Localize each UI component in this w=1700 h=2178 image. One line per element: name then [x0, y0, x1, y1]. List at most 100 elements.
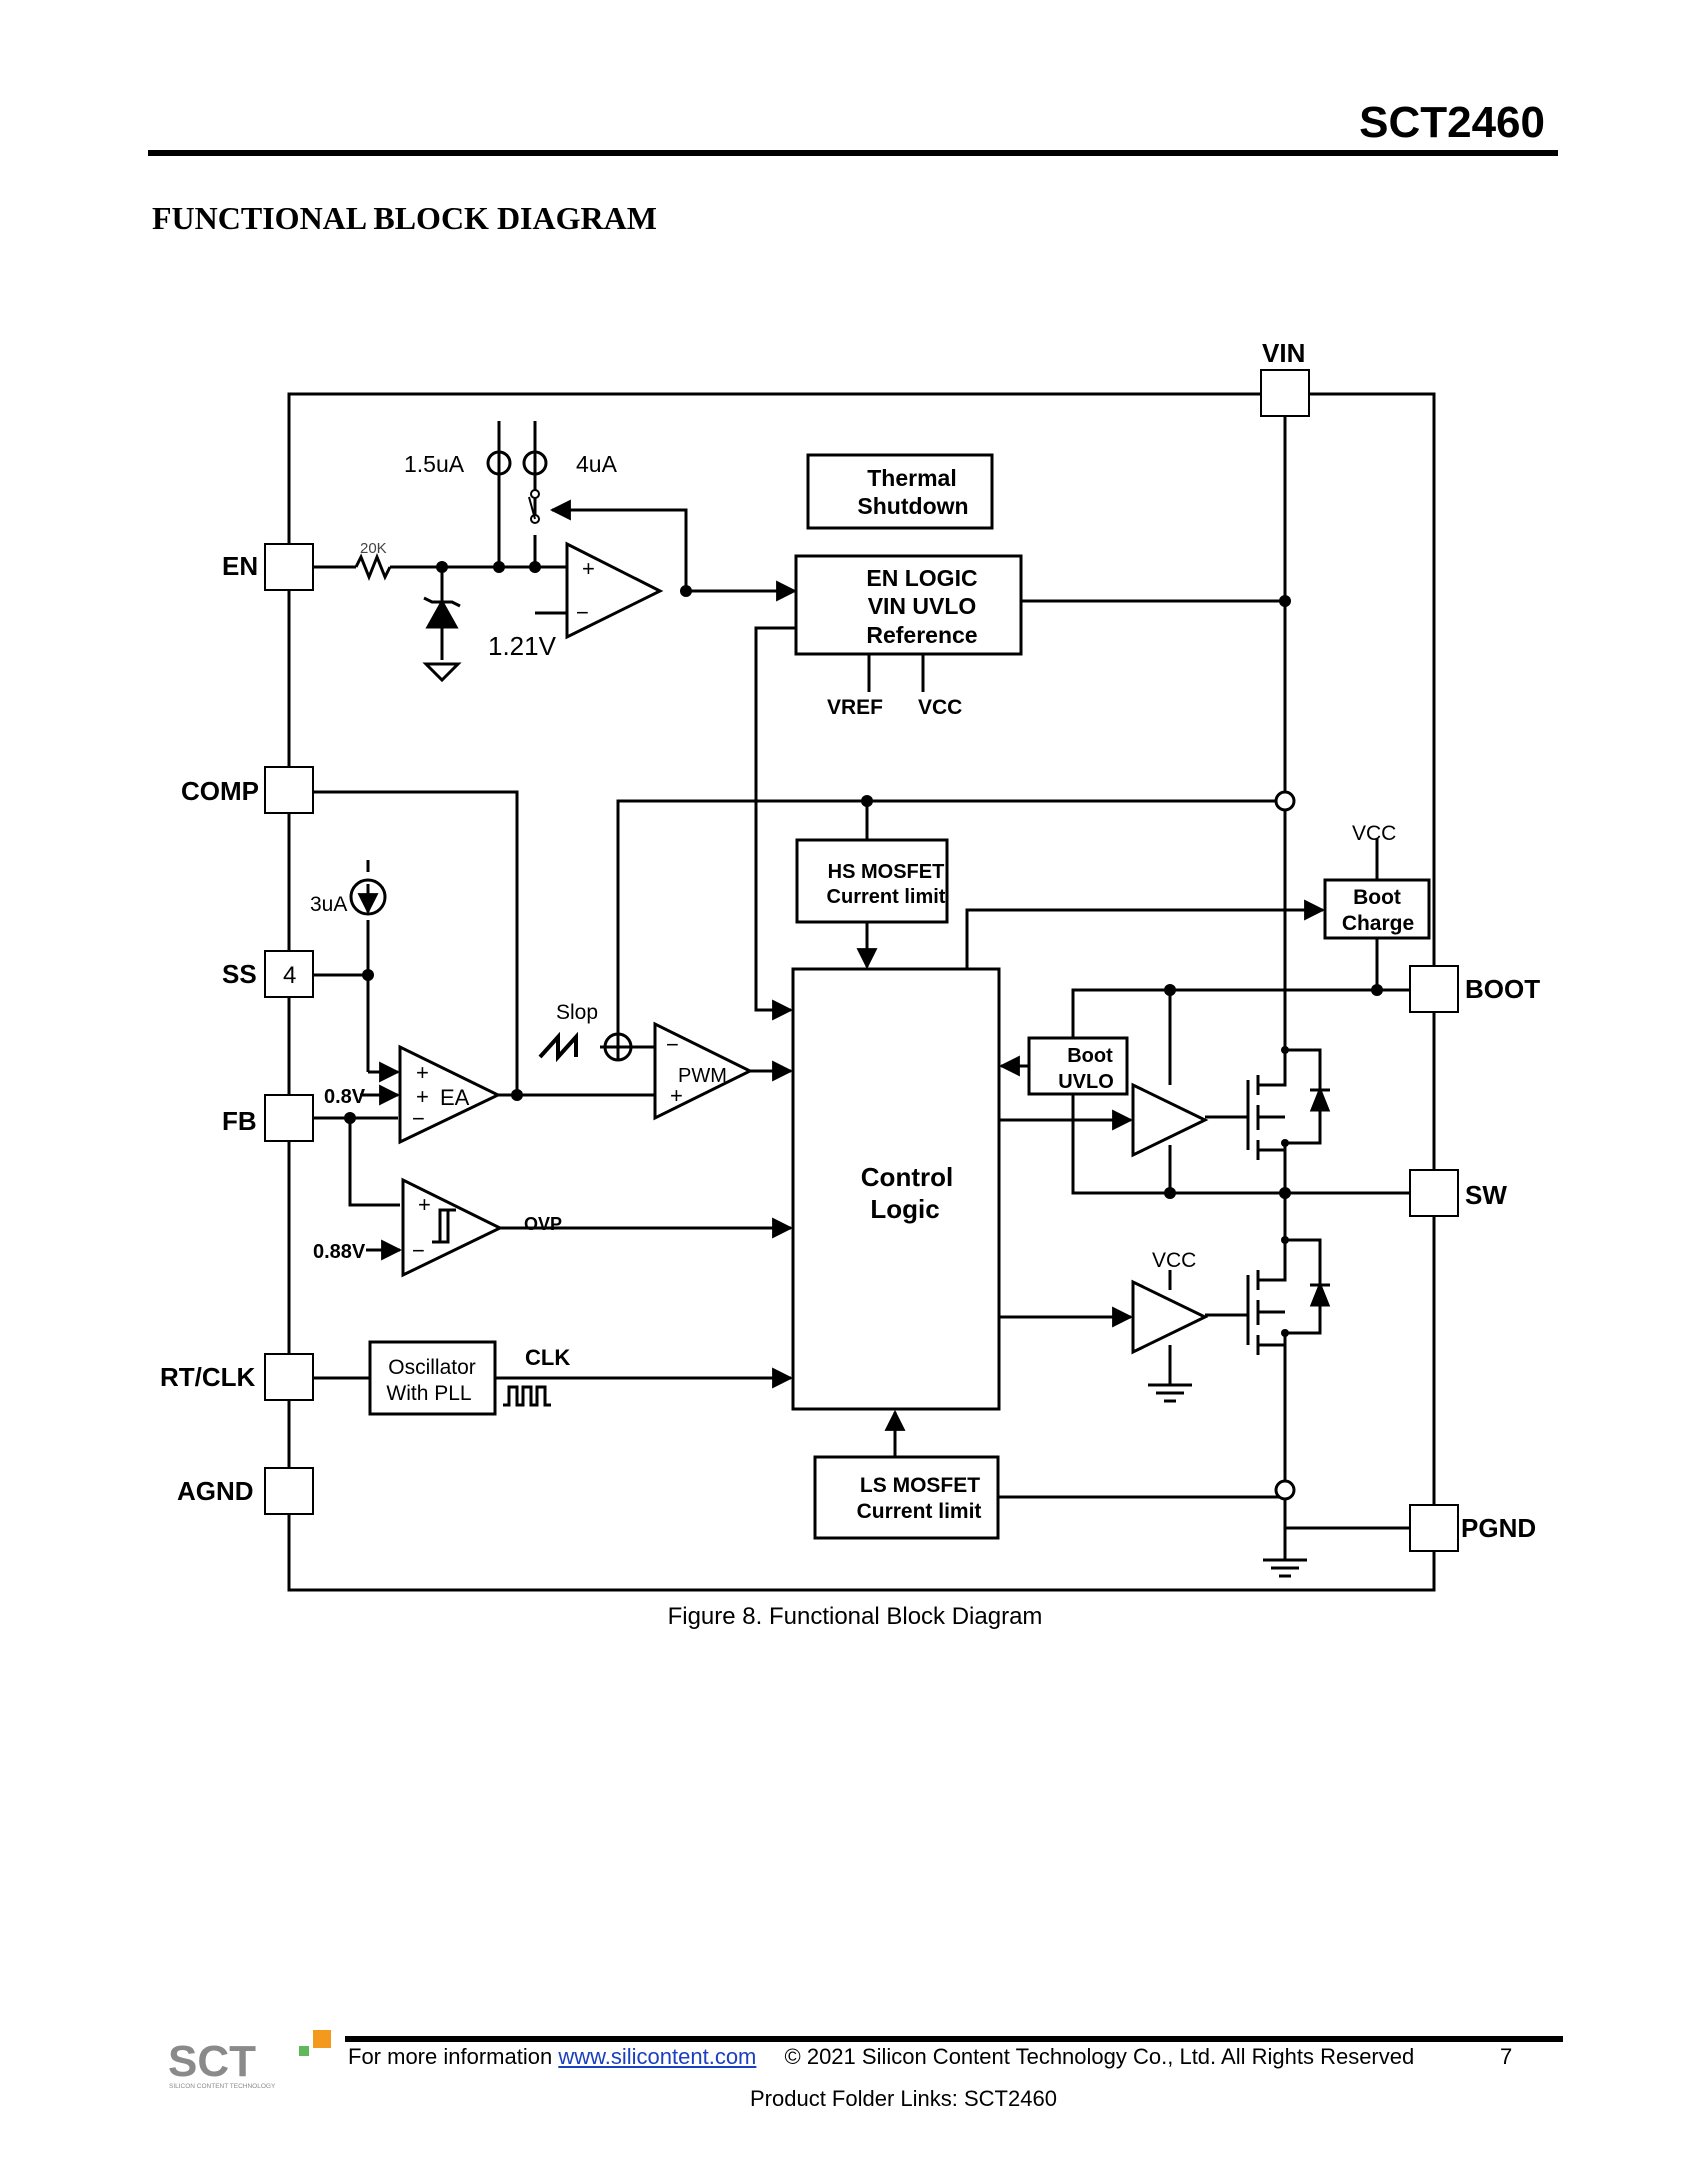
junction-boot-driver: [1164, 984, 1176, 996]
label-ovp: OVP: [524, 1214, 562, 1234]
zener-diode: [425, 598, 459, 629]
enlogic-control-wire: [754, 626, 796, 1021]
label-ea: EA: [440, 1085, 470, 1110]
switch-contact-a: [530, 489, 540, 499]
junction-sw-driver: [1164, 1187, 1176, 1199]
label-vcc-driver: VCC: [1152, 1249, 1196, 1272]
ea-plus-1: +: [416, 1060, 429, 1085]
junction-comp-ea: [511, 1089, 523, 1101]
ea-plus-2: +: [416, 1084, 429, 1109]
pwm-plus: +: [670, 1083, 683, 1108]
vin-sense-wire: [616, 799, 1277, 1035]
ovp-comparator: [401, 1177, 504, 1278]
hs-mosfet-line2: Current limit: [827, 886, 946, 908]
pin-box-comp: [264, 766, 314, 814]
junction-en-comp: [680, 585, 692, 597]
control-logic-block: [791, 967, 1001, 1411]
thermal-shutdown-line1: Thermal: [867, 465, 956, 491]
fb-to-ovp: [348, 1118, 400, 1207]
label-3ua: 3uA: [310, 893, 347, 916]
ea-minus: −: [412, 1106, 425, 1131]
footer-rule: [345, 2036, 1563, 2042]
thermal-shutdown-block: [806, 453, 994, 530]
pin-label-sw: SW: [1465, 1180, 1507, 1210]
pin-label-pgnd: PGND: [1461, 1513, 1536, 1543]
footer-more-info: For more information: [348, 2044, 553, 2069]
logo-accent-square: [313, 2030, 331, 2048]
zener-ground: [422, 662, 462, 683]
pwm-comparator: [653, 1021, 754, 1121]
footer-info: For more information www.silicontent.com…: [348, 2044, 1414, 2070]
boot-uvlo-block: [1027, 1036, 1129, 1096]
boot-charge-line2: Charge: [1342, 912, 1414, 935]
footer-website-link[interactable]: www.silicontent.com: [558, 2044, 757, 2069]
pin-box-vin: [1260, 369, 1310, 417]
boot-uvlo-line2: UVLO: [1058, 1071, 1114, 1093]
junction-4ua: [529, 561, 541, 573]
label-4ua: 4uA: [576, 451, 618, 477]
junction-1-5ua: [493, 561, 505, 573]
label-0-88v: 0.88V: [313, 1241, 366, 1263]
logo-tagline: SILICON CONTENT TECHNOLOGY: [169, 2083, 276, 2090]
junction-ss: [362, 969, 374, 981]
ovp-plus: +: [418, 1192, 431, 1217]
sw-node-wire: [1071, 1094, 1410, 1195]
label-vref: VREF: [827, 696, 883, 719]
oscillator-line2: With PLL: [386, 1382, 471, 1405]
pin-box-fb: [264, 1094, 314, 1142]
ls-driver: [1131, 1279, 1209, 1355]
en-hyst-feedback: [549, 499, 688, 591]
label-1-5ua: 1.5uA: [404, 451, 465, 477]
label-1-21v: 1.21V: [488, 631, 557, 661]
pin-box-boot: [1409, 965, 1459, 1013]
en-comp-minus: −: [576, 600, 589, 625]
ss-pin-number: 4: [283, 962, 296, 989]
page-number: 7: [1500, 2044, 1513, 2069]
junction-vin-enlogic: [1279, 595, 1291, 607]
part-number: SCT2460: [1359, 98, 1545, 147]
pwm-minus: −: [666, 1032, 679, 1057]
label-pwm: PWM: [678, 1065, 727, 1087]
ls-mosfet-line1: LS MOSFET: [860, 1474, 980, 1497]
junction-fb: [344, 1112, 356, 1124]
pin-label-boot: BOOT: [1465, 974, 1540, 1004]
en-comp-plus: +: [582, 556, 595, 581]
hysteresis-symbol: [432, 1208, 456, 1244]
oscillator-line1: Oscillator: [388, 1356, 476, 1379]
boot-uvlo-line1: Boot: [1067, 1045, 1113, 1067]
pin-label-ss: SS: [222, 959, 257, 989]
ovp-minus: −: [412, 1238, 425, 1263]
en-logic-line3: Reference: [866, 622, 977, 648]
junction-sw: [1279, 1187, 1291, 1199]
en-logic-block: [794, 554, 1023, 656]
pin-label-agnd: AGND: [177, 1476, 254, 1506]
label-vcc-boot: VCC: [1352, 822, 1396, 845]
boot-rail: [1071, 988, 1410, 1038]
logo-text: SCT: [168, 2037, 256, 2086]
hs-mosfet-line1: HS MOSFET: [828, 861, 945, 883]
control-logic-line2: Logic: [870, 1194, 939, 1224]
resistor-20k: [354, 552, 392, 582]
label-0-8v: 0.8V: [324, 1086, 366, 1108]
pin-label-fb: FB: [222, 1106, 257, 1136]
pin-label-comp: COMP: [181, 776, 259, 806]
hs-mosfet-symbol: [1246, 1048, 1331, 1160]
pin-label-vin: VIN: [1262, 338, 1305, 368]
switch-blade: [528, 496, 536, 520]
ls-mosfet-block: [813, 1455, 1000, 1540]
en-logic-line1: EN LOGIC: [866, 565, 977, 591]
label-clk: CLK: [525, 1345, 570, 1370]
pin-box-agnd: [264, 1467, 314, 1515]
slope-ramp-icon: [538, 1031, 578, 1063]
ls-sense-node: [1274, 1479, 1296, 1501]
en-comparator: [565, 541, 664, 640]
pin-box-sw: [1409, 1169, 1459, 1217]
ls-mosfet-symbol: [1246, 1238, 1331, 1355]
pin-box-en: [264, 543, 314, 591]
junction-zener: [436, 561, 448, 573]
label-slop: Slop: [556, 1001, 598, 1024]
control-logic-line1: Control: [861, 1162, 953, 1192]
footer-product-links: Product Folder Links: SCT2460: [750, 2086, 1057, 2111]
hs-mosfet-block: [795, 838, 949, 924]
comp-wire: [313, 790, 519, 1095]
